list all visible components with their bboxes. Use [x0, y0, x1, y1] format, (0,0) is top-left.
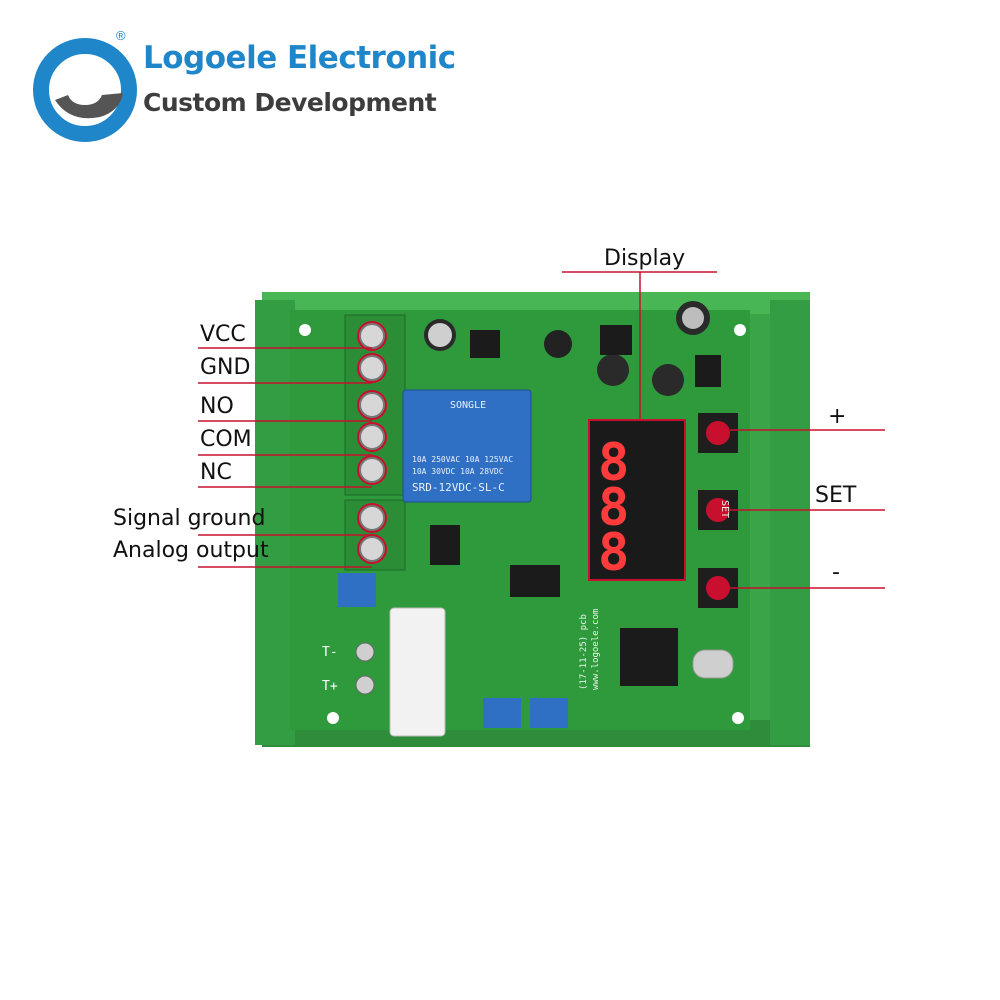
display-digit-2: 8 [598, 478, 629, 538]
display-digit-1: 8 [598, 433, 629, 493]
label-analog-output: Analog output [113, 538, 269, 563]
current-sensor [389, 607, 446, 737]
brand-name: Logoele Electronic [143, 40, 456, 76]
label-plus: + [828, 404, 847, 429]
relay-line1: 10A 250VAC 10A 125VAC [412, 455, 513, 464]
display-digit-3: 8 [598, 523, 629, 583]
relay-model: SRD-12VDC-SL-C [412, 481, 505, 494]
label-vcc: VCC [200, 322, 246, 347]
silk-url: www.logoele.com [591, 609, 601, 690]
silk-set: SET [719, 500, 730, 518]
silk-t-minus: T- [322, 645, 338, 660]
button-set[interactable] [698, 490, 738, 530]
label-nc: NC [200, 460, 232, 485]
label-display: Display [604, 246, 686, 271]
label-com: COM [200, 427, 252, 452]
button-plus[interactable] [698, 413, 738, 453]
label-set: SET [815, 483, 857, 508]
label-no: NO [200, 394, 234, 419]
microcontroller-chip [620, 628, 678, 686]
relay-brand: SONGLE [450, 400, 486, 411]
logoele-s-logo-icon [33, 38, 137, 142]
relay-line2: 10A 30VDC 10A 28VDC [412, 467, 504, 476]
label-gnd: GND [200, 355, 251, 380]
label-minus: - [832, 560, 840, 585]
silk-date-code: (17-11-25) pcb [579, 614, 589, 690]
label-signal-ground: Signal ground [113, 506, 266, 531]
registered-mark: ® [116, 28, 126, 43]
silk-t-plus: T+ [322, 679, 338, 694]
brand-tagline: Custom Development [143, 88, 437, 117]
relay [402, 389, 532, 503]
seven-segment-display [588, 419, 686, 581]
callout-lines [198, 271, 885, 589]
